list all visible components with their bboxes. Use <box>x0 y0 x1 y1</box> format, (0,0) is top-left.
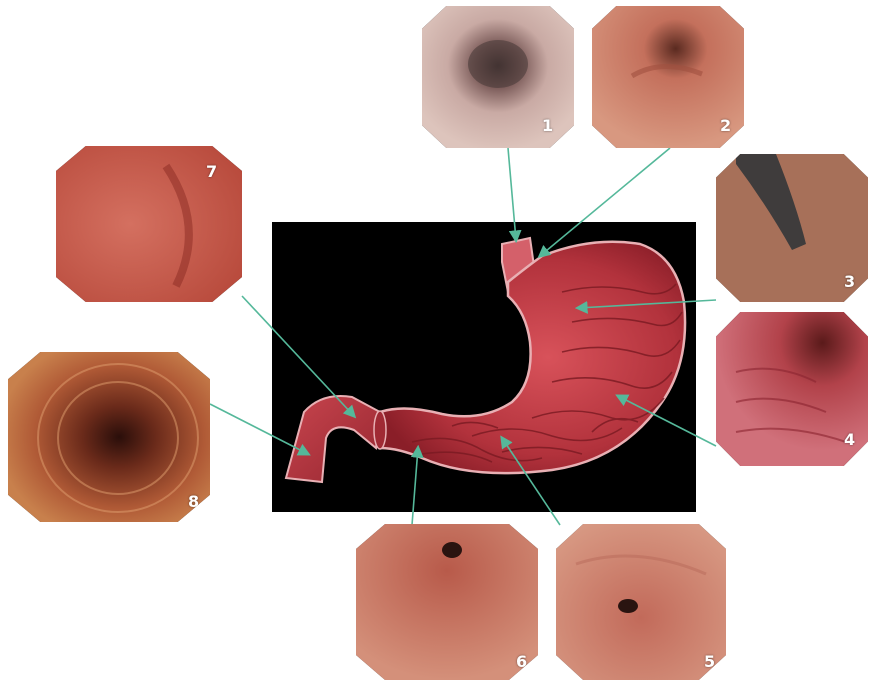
stomach-illustration <box>272 222 696 512</box>
panel-label-7: 7 <box>206 162 217 181</box>
duodenum-shape <box>286 396 380 482</box>
endoscopy-image-5: 5 <box>556 524 726 680</box>
endoscopy-image-2: 2 <box>592 6 744 148</box>
panel-label-4: 4 <box>844 430 855 449</box>
panel-label-3: 3 <box>844 272 855 291</box>
panel-label-5: 5 <box>704 652 715 671</box>
endoscopy-image-7: 7 <box>56 146 242 302</box>
endoscopy-image-4: 4 <box>716 312 868 466</box>
endoscopy-image-1: 1 <box>422 6 574 148</box>
stomach-svg <box>272 222 696 512</box>
panel-label-8: 8 <box>188 492 199 511</box>
endoscopy-image-3: 3 <box>716 154 868 302</box>
endoscopy-image-6: 6 <box>356 524 538 680</box>
stomach-body-shape <box>380 242 685 473</box>
antrum-view-6 <box>356 524 538 680</box>
pylorus-ring <box>374 411 386 449</box>
duodenum-d2-view <box>8 352 210 522</box>
panel-label-2: 2 <box>720 116 731 135</box>
endoscopy-image-8: 8 <box>8 352 210 522</box>
antrum-view-5 <box>556 524 726 680</box>
panel-label-6: 6 <box>516 652 527 671</box>
panel-label-1: 1 <box>542 116 553 135</box>
